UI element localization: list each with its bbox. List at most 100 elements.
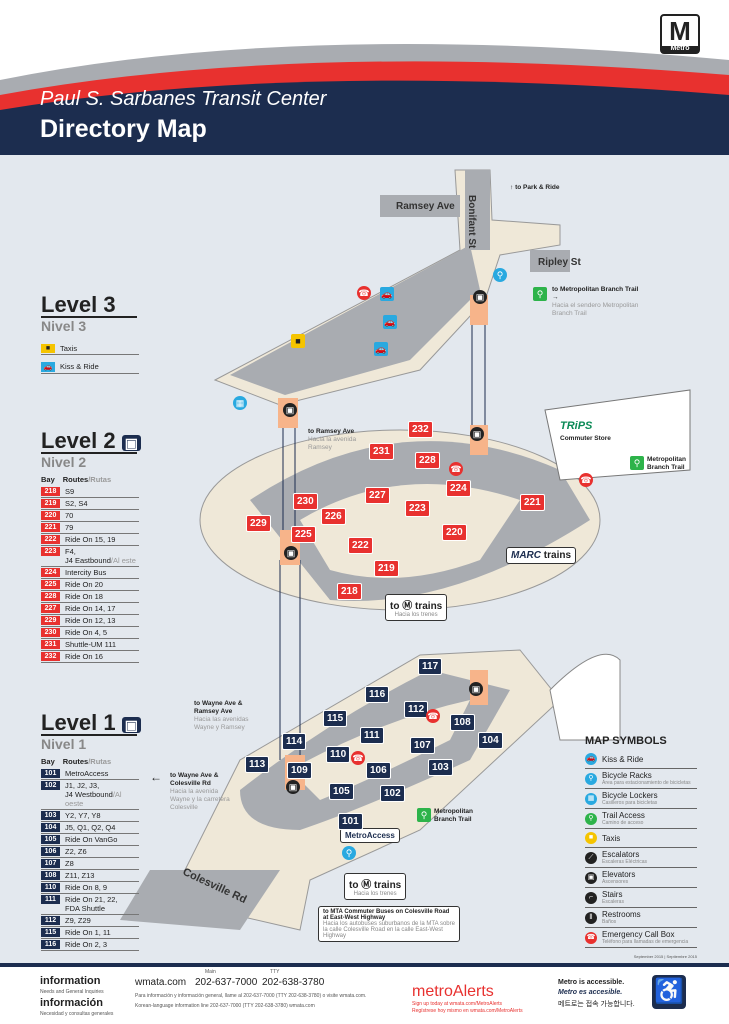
symbol-icon: ▦ (585, 792, 597, 805)
trail-note-top[interactable]: to Metropolitan Branch Trail →Hacia el s… (552, 286, 639, 317)
bay-marker[interactable]: 232 (408, 421, 433, 438)
trail-note-l1[interactable]: Metropolitan Branch Trail (434, 808, 473, 823)
bay-badge: 229 (41, 616, 60, 625)
bay-marker[interactable]: 112 (404, 701, 429, 718)
bay-marker[interactable]: 115 (323, 710, 348, 727)
header-title: Directory Map (40, 115, 207, 143)
kiss-ride-icon: 🚗 (374, 342, 388, 356)
bay-marker[interactable]: 231 (369, 443, 394, 460)
bay-marker[interactable]: 102 (380, 785, 405, 802)
trail-note-mid[interactable]: Metropolitan Branch Trail (647, 456, 686, 471)
website-link[interactable]: wmata.com (135, 977, 187, 988)
bicycle-racks-icon: ⚲ (342, 846, 356, 860)
bay-marker[interactable]: 106 (366, 762, 391, 779)
bay-marker[interactable]: 224 (446, 480, 471, 497)
symbol-icon: ■ (585, 832, 597, 844)
bay-badge: 221 (41, 523, 60, 532)
bay-badge: 225 (41, 580, 60, 589)
emergency-call-box-icon: ☎ (579, 473, 593, 487)
bicycle-lockers-icon: ▦ (233, 396, 247, 410)
bay-marker[interactable]: 219 (374, 560, 399, 577)
bay-marker[interactable]: 228 (415, 452, 440, 469)
commuter-store-label: Commuter Store (560, 435, 611, 442)
symbol-icon: ⟋ (585, 851, 597, 864)
footer: information Needs and General Inquiries … (0, 963, 729, 1024)
bay-marker[interactable]: 117 (418, 658, 443, 675)
bay-badge: 106 (41, 847, 60, 856)
bay-marker[interactable]: 103 (428, 759, 453, 776)
trail-access-icon: ⚲ (417, 808, 431, 822)
bay-marker[interactable]: 227 (365, 487, 390, 504)
bay-badge: 101 (41, 769, 60, 778)
bay-marker[interactable]: 113 (245, 756, 270, 773)
symbol-item: 🚗Kiss & Ride (585, 750, 697, 769)
bay-marker[interactable]: 230 (293, 493, 318, 510)
bay-marker[interactable]: 110 (326, 746, 351, 763)
bay-marker[interactable]: 222 (348, 537, 373, 554)
mta-commuter-sign[interactable]: to MTA Commuter Buses on Colesville Road… (318, 906, 460, 942)
bus-icon: ▣ (121, 435, 141, 451)
level1-title: Level 1 ▣ (41, 710, 141, 736)
bay-marker[interactable]: 114 (282, 733, 307, 750)
level2-nivel: Nivel 2 (41, 454, 87, 470)
bay-badge: 223 (41, 547, 60, 556)
bay-marker[interactable]: 116 (365, 686, 390, 703)
bay-marker[interactable]: 229 (246, 515, 271, 532)
bay-marker[interactable]: 107 (410, 737, 435, 754)
divider (41, 734, 137, 736)
bay-marker[interactable]: 108 (450, 714, 475, 731)
elevator-icon: ▣ (283, 403, 297, 417)
legend-kiss-ride: 🚗Kiss & Ride (41, 361, 139, 374)
bay-marker[interactable]: 105 (329, 783, 354, 800)
bay-marker[interactable]: 221 (520, 494, 545, 511)
tty-number: 202-638-3780 (262, 977, 325, 988)
marc-trains-sign[interactable]: MARC trains (506, 547, 577, 564)
level3-title: Level 3 (41, 292, 116, 317)
bay-marker[interactable]: 220 (442, 524, 467, 541)
elevator-icon: ▣ (470, 427, 484, 441)
elevator-icon: ▣ (286, 780, 300, 794)
bay-marker[interactable]: 223 (405, 500, 430, 517)
divider (41, 316, 137, 318)
symbol-icon: ▣ (585, 871, 597, 884)
elevator-icon: ▣ (469, 682, 483, 696)
bay-marker[interactable]: 104 (478, 732, 503, 749)
bay-marker[interactable]: 226 (321, 508, 346, 525)
trips-logo: TRiPS (560, 420, 593, 432)
accessibility-icon: ♿ (652, 975, 686, 1009)
bay-marker[interactable]: 111 (360, 727, 384, 744)
bay-marker[interactable]: 218 (337, 583, 362, 600)
metroalerts-logo: metroAlerts (412, 983, 494, 1000)
street-bonifant-st: Bonifant St (466, 195, 477, 249)
bay-marker[interactable]: 101 (338, 813, 363, 830)
metroaccess-sign: MetroAccess (340, 828, 400, 843)
bay-badge: 227 (41, 604, 60, 613)
bay-marker[interactable]: 109 (287, 762, 312, 779)
bay-marker[interactable]: 225 (291, 526, 316, 543)
symbol-icon: ⚲ (585, 772, 597, 785)
bay-badge: 107 (41, 859, 60, 868)
elevator-icon: ▣ (473, 290, 487, 304)
bay-badge: 222 (41, 535, 60, 544)
